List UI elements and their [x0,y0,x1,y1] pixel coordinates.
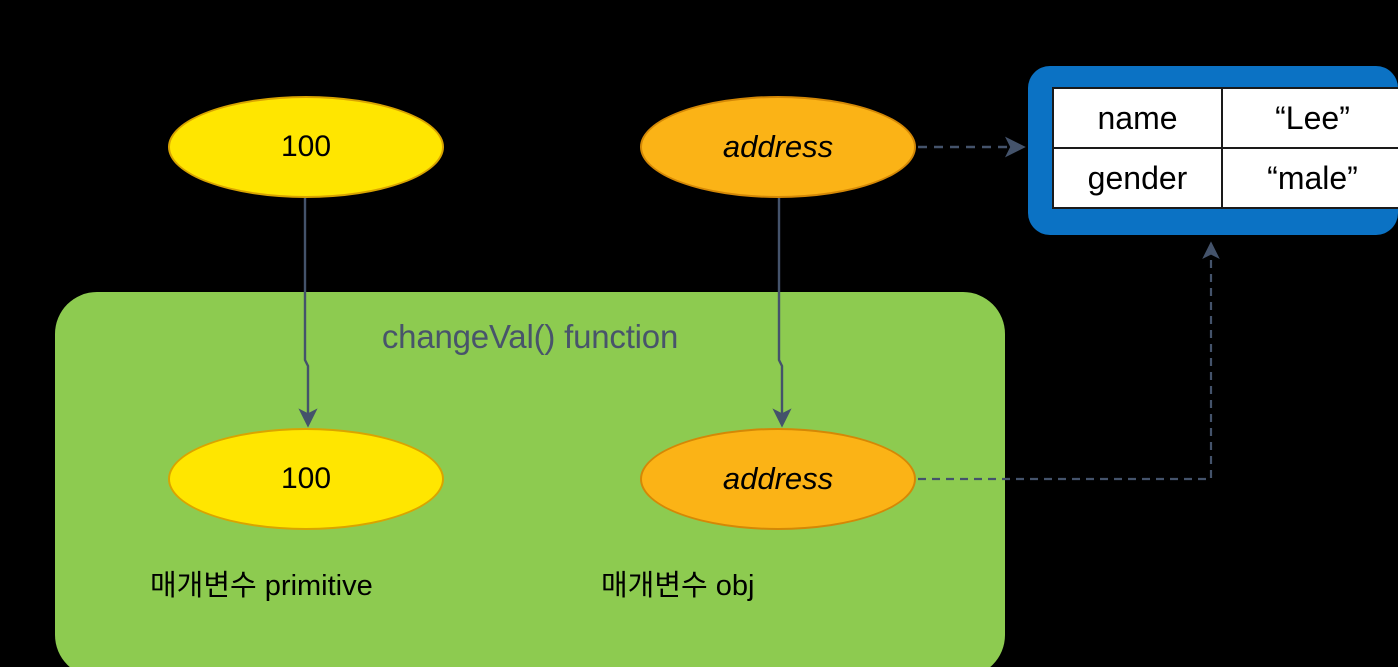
ellipse-outer-object-reference-label: address [722,129,834,164]
dashed-reference-bottom [918,241,1220,481]
table-row: name “Lee” [1052,87,1398,149]
ellipse-param-object-reference: address [640,428,916,530]
property-key: name [1052,87,1223,149]
ellipse-outer-object-reference: address [640,96,916,198]
caption-param-primitive: 매개변수 primitive [150,570,373,602]
function-scope-label: changeVal() function [381,318,679,355]
object-property-table: name “Lee” gender “male” [1052,87,1398,209]
property-value: “male” [1221,147,1398,209]
ellipse-outer-primitive-label: 100 [280,130,332,163]
ellipse-param-primitive-label: 100 [280,462,332,495]
arrow-primitive-copy [298,198,318,428]
caption-param-obj: 매개변수 obj [601,570,755,602]
property-value: “Lee” [1221,87,1398,149]
ellipse-param-object-reference-label: address [722,461,834,496]
ellipse-outer-primitive: 100 [168,96,444,198]
table-row: gender “male” [1052,147,1398,209]
arrow-object-copy [772,198,792,428]
property-key: gender [1052,147,1223,209]
ellipse-param-primitive: 100 [168,428,444,530]
